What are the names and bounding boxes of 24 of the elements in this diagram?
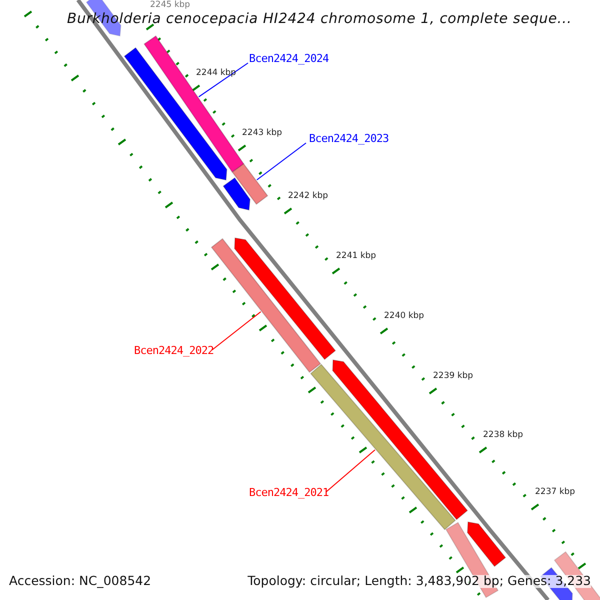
scale-label: 2242 kbp xyxy=(288,192,328,200)
scale-label: 2241 kbp xyxy=(336,252,376,260)
gene-feature xyxy=(234,237,336,360)
scale-label: 2238 kbp xyxy=(483,431,524,440)
scale-label: 2240 kbp xyxy=(384,312,424,320)
gene-label: Bcen2424_2023 xyxy=(309,133,389,144)
scale-label: 2243 kbp xyxy=(242,129,282,138)
gene-label: Bcen2424_2024 xyxy=(249,53,329,64)
title: Burkholderia cenocepacia HI2424 chromosome 1, complete seque... xyxy=(67,12,572,26)
gene-feature xyxy=(222,177,251,211)
leader-line xyxy=(256,142,306,180)
gene-feature xyxy=(144,35,244,173)
scale-label: 2239 kbp xyxy=(433,372,474,380)
scale-label: 2237 kbp xyxy=(535,488,576,496)
scale-label: 2245 kbp xyxy=(150,1,190,10)
accession-text: Accession: NC_008542 xyxy=(9,575,152,588)
summary-text: Topology: circular; Length: 3,483,902 bp; Genes: 3,233 xyxy=(248,575,591,588)
leader-line xyxy=(198,62,248,98)
leader-line xyxy=(326,449,376,492)
gene-label: Bcen2424_2021 xyxy=(249,487,329,498)
gene-feature xyxy=(232,163,268,205)
gene-feature xyxy=(467,521,506,568)
gene-label: Bcen2424_2022 xyxy=(134,345,214,356)
leader-line xyxy=(212,311,262,350)
